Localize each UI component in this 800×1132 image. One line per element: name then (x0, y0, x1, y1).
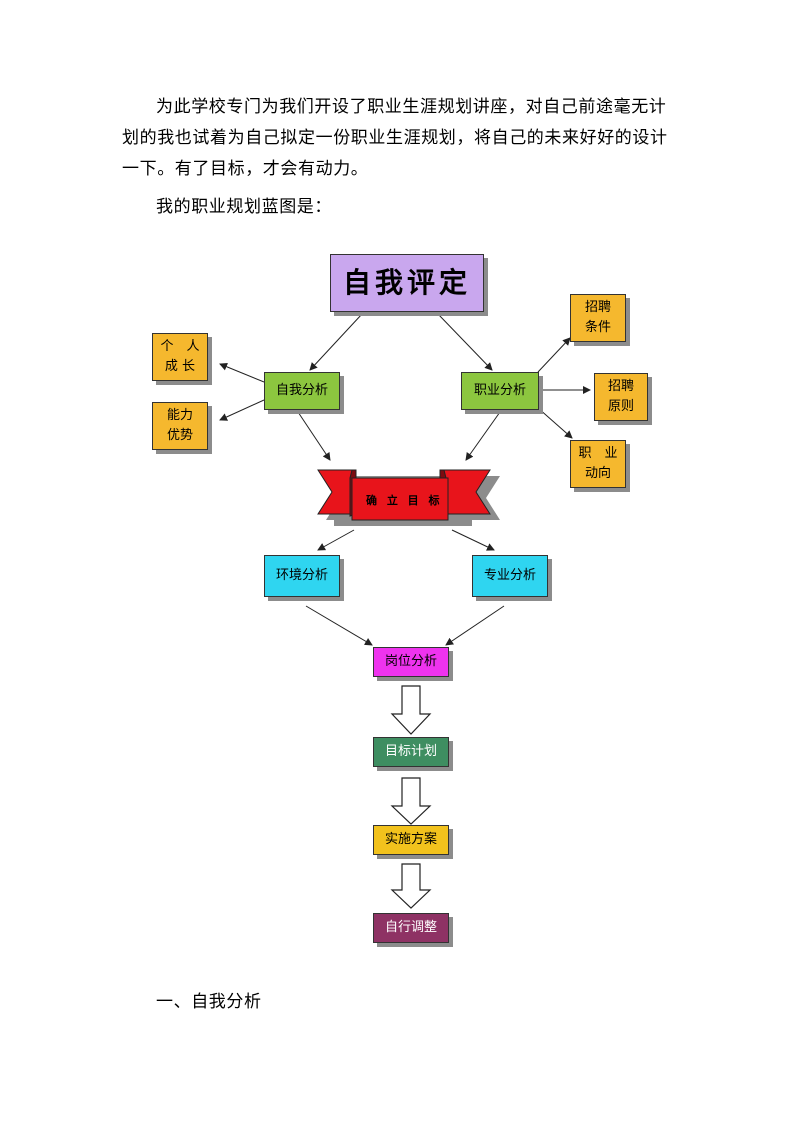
career-trends-box: 职 业 动向 (570, 440, 626, 488)
self-adjust-box: 自行调整 (373, 913, 449, 943)
goal-banner-label: 确 立 目 标 (366, 494, 443, 507)
personal-growth-line2: 成 长 (164, 359, 196, 374)
hollow-arrow-1 (390, 685, 432, 735)
arrow-self-to-goal (297, 411, 331, 461)
arrow-career-to-goal (465, 411, 501, 461)
goal-banner (317, 469, 491, 521)
arrow-career-to-trends (537, 407, 573, 439)
hollow-arrow-2 (390, 777, 432, 825)
arrow-self-to-ability (219, 399, 265, 421)
goal-plan-label: 目标计划 (384, 744, 437, 759)
position-analysis-box: 岗位分析 (373, 647, 449, 677)
major-analysis-box: 专业分析 (472, 555, 548, 597)
arrow-top-to-self (309, 313, 363, 371)
hiring-conditions-line1: 招聘 (584, 300, 611, 315)
implementation-label: 实施方案 (384, 832, 437, 847)
hiring-conditions-line2: 条件 (584, 320, 611, 335)
arrow-self-to-growth (219, 362, 265, 383)
implementation-box: 实施方案 (373, 825, 449, 855)
arrow-goal-to-environment (317, 529, 355, 551)
career-analysis-label: 职业分析 (473, 383, 526, 398)
self-adjust-label: 自行调整 (384, 920, 437, 935)
career-trends-line2: 动向 (584, 466, 611, 481)
ability-strength-box: 能力 优势 (152, 402, 208, 450)
arrow-major-to-position (445, 605, 505, 646)
hollow-arrow-3 (390, 863, 432, 909)
blueprint-line: 我的职业规划蓝图是： (156, 197, 332, 217)
goal-plan-box: 目标计划 (373, 737, 449, 767)
self-analysis-label: 自我分析 (275, 383, 328, 398)
intro-paragraph: 为此学校专门为我们开设了职业生涯规划讲座，对自己前途毫无计划的我也试着为自己拟定… (122, 92, 682, 185)
self-evaluation-label: 自我评定 (342, 266, 471, 299)
arrow-environment-to-position (305, 605, 373, 646)
hiring-conditions-box: 招聘 条件 (570, 294, 626, 342)
self-evaluation-box: 自我评定 (330, 254, 484, 312)
intro-paragraph-text: 为此学校专门为我们开设了职业生涯规划讲座，对自己前途毫无计划的我也试着为自己拟定… (122, 97, 668, 179)
hiring-principles-line1: 招聘 (607, 379, 634, 394)
career-analysis-box: 职业分析 (461, 372, 539, 410)
arrow-top-to-career (437, 313, 493, 371)
major-analysis-label: 专业分析 (483, 568, 536, 583)
section-heading: 一、自我分析 (156, 992, 262, 1012)
personal-growth-line1: 个 人 (160, 339, 200, 354)
arrow-career-to-conditions (537, 337, 571, 373)
hiring-principles-line2: 原则 (607, 399, 634, 414)
position-analysis-label: 岗位分析 (384, 654, 437, 669)
environment-analysis-label: 环境分析 (275, 568, 328, 583)
environment-analysis-box: 环境分析 (264, 555, 340, 597)
career-trends-line1: 职 业 (578, 446, 618, 461)
hiring-principles-box: 招聘 原则 (594, 373, 648, 421)
ability-strength-line1: 能力 (166, 408, 193, 423)
ability-strength-line2: 优势 (166, 428, 193, 443)
self-analysis-box: 自我分析 (264, 372, 340, 410)
personal-growth-box: 个 人 成 长 (152, 333, 208, 381)
arrow-goal-to-major (451, 529, 495, 551)
